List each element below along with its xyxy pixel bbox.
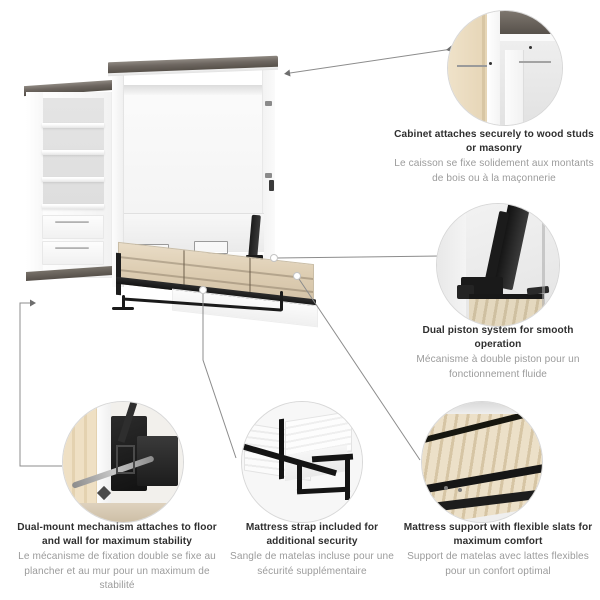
caption-dual-mount: Dual-mount mechanism attaches to floor a… <box>10 521 224 593</box>
inset-dual-mount <box>62 401 184 523</box>
bookcase-side-wall <box>26 92 43 278</box>
caption-fr-dual-piston: Mécanisme à double piston pour un foncti… <box>416 354 580 380</box>
caption-en-cabinet-attachment: Cabinet attaches securely to wood studs … <box>394 129 594 155</box>
caption-fr-mattress-strap: Sangle de matelas incluse pour une sécur… <box>230 551 394 577</box>
caption-mattress-strap: Mattress strap included for additional s… <box>230 521 394 579</box>
cabinet-hinge-icon <box>265 101 272 106</box>
bed-leg-foot <box>112 307 134 310</box>
bookcase-shelf <box>42 150 104 155</box>
caption-en-dual-piston: Dual piston system for smooth operation <box>422 325 574 351</box>
caption-en-mattress-strap: Mattress strap included for additional s… <box>245 522 379 548</box>
callout-dot-dual-piston <box>270 254 278 262</box>
bed-frame-left-rail <box>116 252 121 296</box>
bookcase-drawer <box>42 215 104 239</box>
cabinet-latch-icon <box>269 180 274 191</box>
cabinet-hinge-icon <box>265 173 272 178</box>
bookcase-drawer <box>42 241 104 265</box>
caption-en-mattress-support: Mattress support with flexible slats for… <box>403 522 593 548</box>
caption-mattress-support: Mattress support with flexible slats for… <box>398 521 598 579</box>
caption-fr-mattress-support: Support de matelas avec lattes flexibles… <box>407 551 589 577</box>
bookcase-shelf <box>42 177 104 182</box>
bookcase-shelf <box>42 123 104 128</box>
cabinet-interior-top-shadow <box>123 85 264 95</box>
caption-cabinet-attachment: Cabinet attaches securely to wood studs … <box>390 128 598 186</box>
inset-mattress-strap <box>241 401 363 523</box>
inset-mattress-support <box>421 401 543 523</box>
inset-dual-piston <box>436 203 560 327</box>
bed-support-leg <box>280 291 283 311</box>
caption-fr-dual-mount: Le mécanisme de fixation double se fixe … <box>18 551 216 591</box>
drawer-handle <box>55 221 89 223</box>
bed-support-leg <box>122 295 125 309</box>
bookcase-shelf <box>42 204 104 209</box>
product-illustration <box>22 55 322 330</box>
callout-dot-mattress-strap <box>199 286 207 294</box>
drawer-handle <box>55 247 89 249</box>
cabinet-left-panel <box>112 71 124 287</box>
cabinet-right-panel <box>262 69 275 287</box>
caption-en-dual-mount: Dual-mount mechanism attaches to floor a… <box>17 522 217 548</box>
caption-dual-piston: Dual piston system for smooth operation … <box>400 324 596 382</box>
callout-dot-mattress-support <box>293 272 301 280</box>
caption-fr-cabinet-attachment: Le caisson se fixe solidement aux montan… <box>394 158 594 184</box>
inset-cabinet-attachment <box>447 10 563 126</box>
